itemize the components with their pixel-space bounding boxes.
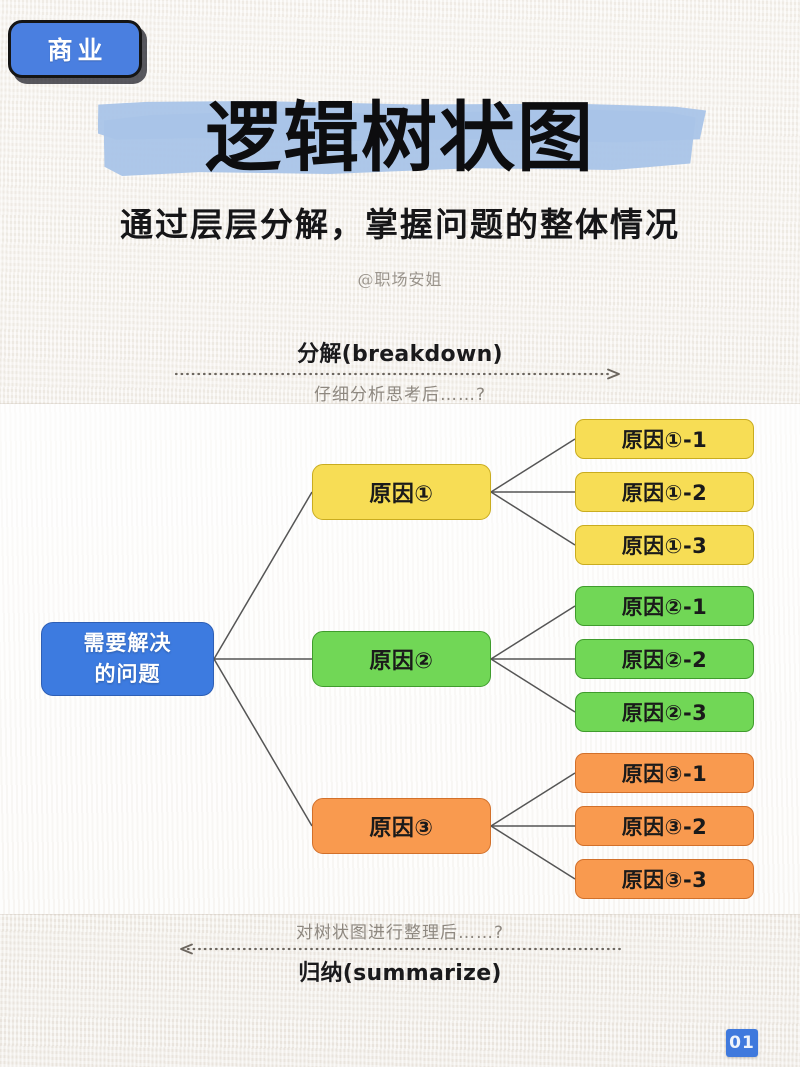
page-title: 逻辑树状图 (205, 93, 595, 182)
tree-node-leaf-1-2[interactable]: 原因①-2 (575, 472, 754, 512)
tree-node-leaf-3-3[interactable]: 原因③-3 (575, 859, 754, 899)
tree-node-leaf-2-2[interactable]: 原因②-2 (575, 639, 754, 679)
breakdown-title: 分解(breakdown) (297, 342, 503, 367)
page-number-badge: 01 (726, 1029, 758, 1057)
tree-node-root-line2: 的问题 (94, 662, 161, 686)
tree-node-leaf-3-2[interactable]: 原因③-2 (575, 806, 754, 846)
category-badge-label: 商业 (47, 36, 108, 65)
tree-node-branch-1[interactable]: 原因① (312, 464, 491, 520)
summarize-arrow (0, 943, 800, 955)
breakdown-subtitle: 仔细分析思考后……? (313, 385, 487, 405)
tree-node-root-line1: 需要解决 (83, 631, 172, 655)
tree-node-leaf-1-3[interactable]: 原因①-3 (575, 525, 754, 565)
breakdown-band: 分解(breakdown) 仔细分析思考后……? (0, 336, 800, 405)
tree-node-leaf-1-1[interactable]: 原因①-1 (575, 419, 754, 459)
author-handle: @职场安姐 (357, 270, 443, 289)
title-block: 逻辑树状图 (0, 88, 800, 188)
breakdown-arrow (0, 368, 800, 380)
summarize-title: 归纳(summarize) (298, 961, 502, 986)
tree-node-leaf-3-1[interactable]: 原因③-1 (575, 753, 754, 793)
page-subtitle: 通过层层分解，掌握问题的整体情况 (120, 205, 680, 244)
summarize-subtitle: 对树状图进行整理后……? (295, 923, 505, 943)
summarize-band: 对树状图进行整理后……? 归纳(summarize) (0, 918, 800, 986)
tree-node-branch-3[interactable]: 原因③ (312, 798, 491, 854)
logic-tree: 需要解决 的问题 原因① 原因② 原因③ 原因①-1 原因①-2 原因①-3 原… (0, 404, 800, 914)
tree-node-leaf-2-3[interactable]: 原因②-3 (575, 692, 754, 732)
tree-node-root[interactable]: 需要解决 的问题 (41, 622, 214, 696)
tree-node-branch-2[interactable]: 原因② (312, 631, 491, 687)
category-badge[interactable]: 商业 (8, 20, 142, 78)
tree-connectors (213, 438, 576, 880)
tree-node-leaf-2-1[interactable]: 原因②-1 (575, 586, 754, 626)
